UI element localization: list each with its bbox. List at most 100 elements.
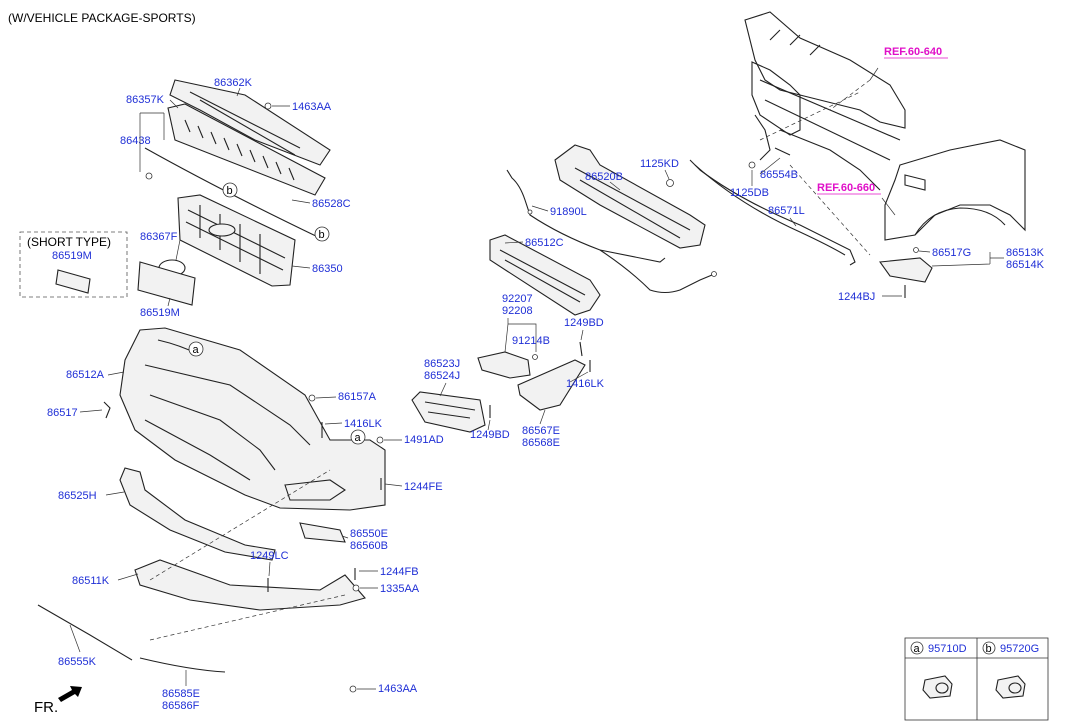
nut-1335AA xyxy=(352,584,360,592)
label-86511K: 86511K xyxy=(72,575,110,587)
callout-b-1 xyxy=(222,182,238,198)
side-bracket-86513K xyxy=(879,257,933,283)
emblem xyxy=(208,223,236,237)
label-86550E: 86550E xyxy=(350,528,388,540)
leader-86157A xyxy=(315,396,337,399)
leader-86512A xyxy=(107,371,125,376)
label-86523J: 86523J xyxy=(424,358,460,370)
label-1244FB: 1244FB xyxy=(380,566,419,578)
label-1125KD: 1125KD xyxy=(640,158,679,170)
lower-bumper-molding xyxy=(119,467,276,561)
parking-sensor-b-icon xyxy=(995,675,1026,699)
leader-86513K xyxy=(931,252,1004,267)
label-86362K: 86362K xyxy=(214,77,253,89)
leader-86438-bracket xyxy=(139,112,165,172)
callout-a-2-text: a xyxy=(355,432,362,444)
fog-lamp-bracket-86567E xyxy=(517,359,586,411)
assembly-dash-2 xyxy=(149,594,346,641)
energy-absorber-86520B xyxy=(554,144,706,249)
clip-86517-left xyxy=(103,401,111,419)
label-86512C: 86512C xyxy=(525,237,564,249)
callout-a-1 xyxy=(188,341,204,357)
label-1249LC: 1249LC xyxy=(250,550,289,562)
parking-sensor-a-icon xyxy=(922,675,953,699)
bolt-1463AA-top xyxy=(264,102,272,110)
label-1463AA-top: 1463AA xyxy=(292,101,332,113)
leader-91890L xyxy=(531,205,549,212)
leader-86525H xyxy=(105,491,125,496)
leader-86350 xyxy=(291,265,311,269)
legend-a-part: 95710D xyxy=(928,643,967,655)
label-1416LK-right: 1416LK xyxy=(566,378,605,390)
label-86524J: 86524J xyxy=(424,370,460,382)
short-type-bracket xyxy=(55,269,91,294)
ref-leader-2 xyxy=(881,197,896,216)
label-1463AA-bottom: 1463AA xyxy=(378,683,418,695)
callout-b-1-text: b xyxy=(227,185,233,197)
strip-86585E xyxy=(139,657,226,673)
leader-92207 xyxy=(504,318,537,353)
label-91214B: 91214B xyxy=(512,335,550,347)
leader-86511K xyxy=(117,573,139,581)
leader-1249BD-bottom xyxy=(487,419,491,431)
label-1244BJ: 1244BJ xyxy=(838,291,875,303)
radiator-grille xyxy=(177,194,296,287)
vehicle-body-frame xyxy=(744,11,906,191)
legend-b-part: 95720G xyxy=(1000,643,1039,655)
diagram-title: (W/VEHICLE PACKAGE-SPORTS) xyxy=(8,11,196,25)
leader-86554B xyxy=(759,157,781,175)
label-91890L: 91890L xyxy=(550,206,587,218)
skid-plate-86550E xyxy=(299,522,346,543)
leader-86567E xyxy=(539,409,546,425)
label-1491AD: 1491AD xyxy=(404,434,444,446)
clip-86438 xyxy=(145,172,153,180)
front-direction-label: FR. xyxy=(34,699,58,716)
label-86517G: 86517G xyxy=(932,247,971,259)
bolt-1125KD xyxy=(666,179,674,187)
assembly-dash-4 xyxy=(759,91,861,141)
leader-1416LK-right xyxy=(569,371,589,383)
ref-leader-1 xyxy=(869,67,879,81)
label-1335AA: 1335AA xyxy=(380,583,420,595)
label-86585E: 86585E xyxy=(162,688,200,700)
assembly-dash-1 xyxy=(149,469,331,581)
leader-1416LK-mid xyxy=(324,422,343,425)
upper-grille-cover xyxy=(169,79,331,166)
lower-lip-86511K xyxy=(134,559,366,611)
label-86520B: 86520B xyxy=(585,171,623,183)
side-bracket-86571L xyxy=(689,159,856,266)
label-1249BD-bottom: 1249BD xyxy=(470,429,510,441)
leader-86550E xyxy=(341,535,349,539)
label-86350: 86350 xyxy=(312,263,343,275)
leader-86571L xyxy=(789,217,797,227)
legend-a-circle xyxy=(910,641,924,655)
ref-leader-dash-1 xyxy=(829,79,871,111)
clip-86554B xyxy=(774,147,791,156)
callout-a-1-text: a xyxy=(193,344,200,356)
leader-86362K xyxy=(236,87,241,97)
callout-a-2 xyxy=(350,429,366,445)
sensor-legend-table: a 95710D b 95720G xyxy=(904,637,1049,721)
leader-86528C xyxy=(291,199,311,204)
leader-86555K xyxy=(69,624,81,653)
callout-b-2-text: b xyxy=(319,229,325,241)
label-86586F: 86586F xyxy=(162,700,200,712)
ref-60-660-link[interactable]: REF.60-660 xyxy=(817,182,875,194)
wiring-harness-91890L xyxy=(506,169,717,294)
license-plate-bracket xyxy=(137,261,196,306)
label-86568E: 86568E xyxy=(522,437,560,449)
label-86438: 86438 xyxy=(120,135,151,147)
fog-lamp-cover-86523J xyxy=(411,391,486,433)
leader-86367F xyxy=(175,239,181,261)
label-86554B: 86554B xyxy=(760,169,798,181)
ref-60-640-link[interactable]: REF.60-640 xyxy=(884,46,942,58)
label-86555K: 86555K xyxy=(58,656,97,668)
leader-86523J xyxy=(439,382,447,397)
label-86571L: 86571L xyxy=(768,205,805,217)
bolt-1463AA-bottom xyxy=(349,685,357,693)
label-86519M: 86519M xyxy=(140,307,180,319)
fender-reference xyxy=(884,139,1026,241)
strip-86555K xyxy=(37,604,133,661)
leader-1125KD xyxy=(664,169,670,180)
